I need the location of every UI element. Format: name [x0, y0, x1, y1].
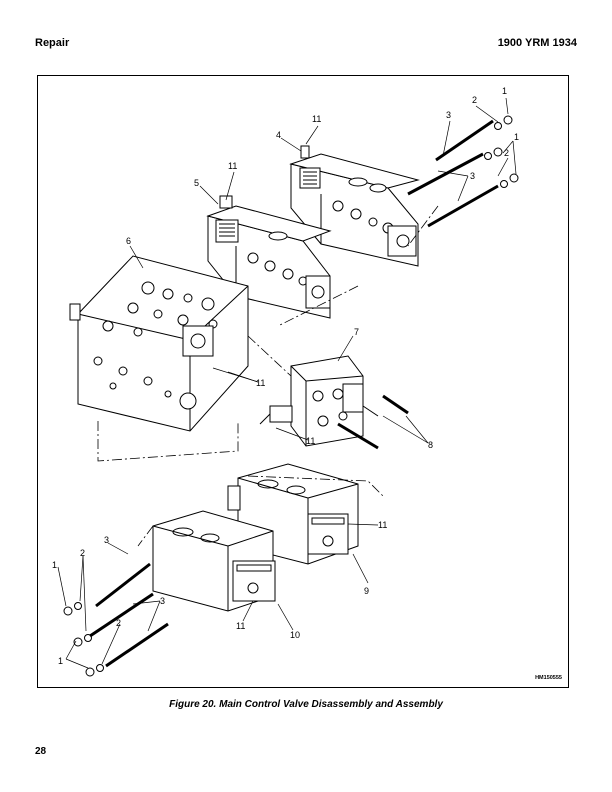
callout-1: 1: [514, 132, 519, 142]
callout-2: 2: [504, 148, 509, 158]
callout-11: 11: [306, 436, 315, 446]
callout-1: 1: [58, 656, 63, 666]
header-doc-code: 1900 YRM 1934: [497, 37, 577, 49]
callout-2: 2: [116, 618, 121, 628]
callout-11: 11: [228, 161, 237, 171]
callout-3: 3: [470, 171, 475, 181]
page-number: 28: [35, 746, 47, 757]
callout-11: 11: [236, 621, 245, 631]
callout-1: 1: [52, 560, 57, 570]
callout-6: 6: [126, 236, 131, 246]
callout-4: 4: [276, 130, 281, 140]
header-section: Repair: [35, 37, 70, 49]
callout-11: 11: [312, 114, 321, 124]
valve-section-top: [289, 145, 420, 267]
callout-2: 2: [472, 95, 477, 105]
callout-3: 3: [104, 535, 109, 545]
figure-frame: 1 2 3 1 2 3 4 11 11 5 6 7 11 11 8 11 9 3…: [37, 75, 569, 688]
figure-caption: Figure 20. Main Control Valve Disassembl…: [169, 699, 443, 710]
callout-5: 5: [194, 178, 199, 188]
callout-3: 3: [446, 110, 451, 120]
callout-1: 1: [502, 86, 507, 96]
callout-11: 11: [256, 378, 265, 388]
callout-2: 2: [80, 548, 85, 558]
exploded-view-illustration: 1 2 3 1 2 3 4 11 11 5 6 7 11 11 8 11 9 3…: [52, 86, 519, 677]
outlet-section: [259, 355, 379, 447]
callout-7: 7: [354, 327, 359, 337]
callout-8: 8: [428, 440, 433, 450]
callout-9: 9: [364, 586, 369, 596]
callout-10: 10: [290, 630, 300, 640]
callout-11: 11: [378, 520, 387, 530]
valve-section-lower-left: [152, 510, 276, 612]
figure-id: HM150555: [535, 675, 562, 681]
callout-3: 3: [160, 596, 165, 606]
inlet-block: [69, 255, 249, 432]
